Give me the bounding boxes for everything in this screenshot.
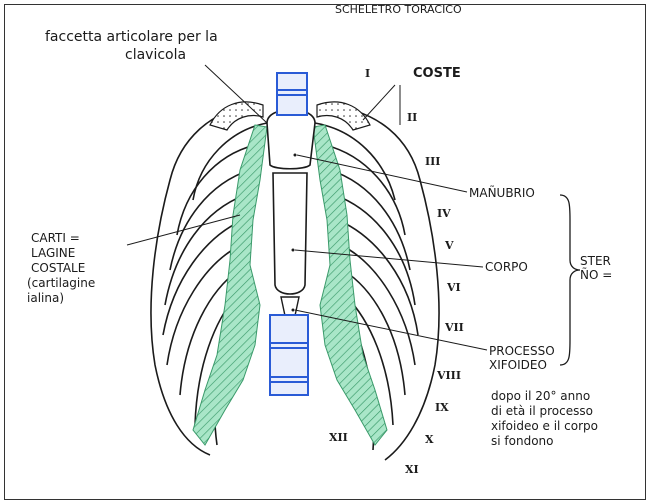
- rib-numeral-V: V: [444, 239, 454, 252]
- left-costal-cartilage: [193, 125, 267, 445]
- cartilagine-label-4: (cartilagine: [27, 276, 95, 290]
- sterno-label-line1: STER: [580, 254, 611, 268]
- diagram-frame: SCHELETRO TORACICO: [4, 4, 646, 500]
- rib-numeral-VI: VI: [446, 281, 461, 294]
- faccetta-label-line1: faccetta articolare per la: [45, 29, 218, 45]
- manubrio-label: MAÑUBRIO: [469, 185, 535, 200]
- header-partial: SCHELETRO TORACICO: [335, 5, 462, 16]
- sterno-brace: [560, 195, 580, 365]
- note-line-2: di età il processo: [491, 404, 593, 418]
- sternum-body: [273, 173, 307, 294]
- corpo-label: CORPO: [485, 260, 528, 274]
- rib-numeral-XII: XII: [329, 431, 348, 444]
- right-costal-cartilage: [313, 125, 387, 445]
- rib-numeral-IV: IV: [437, 207, 451, 220]
- rib-numeral-III: III: [425, 155, 440, 168]
- processo-label-line2: XIFOIDEO: [489, 358, 547, 372]
- sterno-label-line2: ÑO =: [580, 267, 612, 282]
- rib-cage-diagram: SCHELETRO TORACICO: [5, 5, 645, 499]
- cartilagine-label-2: LAGINE: [31, 246, 75, 260]
- rib-numeral-X: X: [425, 433, 434, 446]
- rib-numeral-II: II: [407, 111, 417, 124]
- faccetta-label-line2: clavicola: [125, 47, 186, 63]
- rib-numeral-I: I: [365, 67, 370, 80]
- note-line-1: dopo il 20° anno: [491, 389, 590, 403]
- rib-numeral-IX: IX: [435, 401, 449, 414]
- note-line-3: xifoideo e il corpo: [491, 419, 598, 433]
- coste-label: COSTE: [413, 66, 461, 81]
- rib-numeral-XI: XI: [405, 463, 419, 476]
- corpo-dot: [292, 249, 295, 252]
- cartilagine-label-3: COSTALE: [31, 261, 85, 275]
- xiphoid-dot: [292, 309, 295, 312]
- cartilagine-label-5: ialina): [27, 291, 64, 305]
- rib-numeral-VIII: VIII: [436, 369, 461, 382]
- sternum-manubrium: [267, 110, 315, 169]
- note-line-4: si fondono: [491, 434, 553, 448]
- rib-numeral-VII: VII: [444, 321, 464, 334]
- processo-label-line1: PROCESSO: [489, 344, 555, 358]
- cartilagine-label-1: CARTI =: [31, 231, 80, 245]
- manubrium-dot: [294, 154, 297, 157]
